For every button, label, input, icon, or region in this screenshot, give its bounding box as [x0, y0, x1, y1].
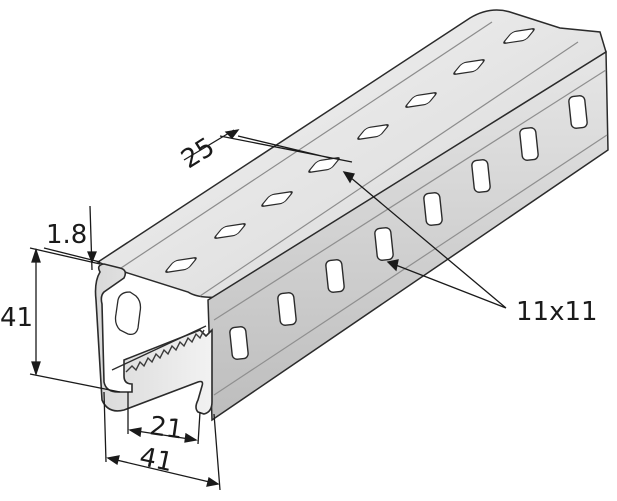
dim-pitch-line [183, 129, 235, 161]
channel-side-rib [213, 69, 607, 321]
dim-slot-arrow [128, 427, 198, 443]
dim-pitch-ext [219, 135, 353, 163]
dim-height-arrow [31, 247, 41, 377]
dim-slot-ext [127, 392, 201, 445]
dim-width-line [107, 457, 219, 485]
dim-slot-label: 21 [148, 411, 185, 445]
channel-side-rib [213, 134, 608, 396]
dim-width-arrow [106, 455, 220, 487]
side-slot [374, 227, 394, 261]
side-slot [471, 159, 491, 193]
side-slot [325, 259, 345, 293]
top-slot [165, 257, 197, 273]
dim-width-ext [103, 391, 221, 491]
side-slot [568, 95, 588, 129]
side-slot [277, 292, 297, 326]
side-slot [519, 127, 539, 161]
dim-height-ext [29, 247, 121, 393]
side-slot-row [229, 95, 588, 360]
top-slot [405, 92, 437, 108]
dim-thickness-arrow [87, 251, 97, 264]
dim-pitch-label: 25 [176, 132, 220, 175]
dim-pitch-arrow [224, 129, 240, 139]
top-slot-row [165, 28, 535, 273]
channel-serrated-lip [125, 329, 205, 373]
dim-thickness-label: 1.8 [46, 220, 87, 250]
channel-end-window [114, 291, 142, 336]
dim-width-label: 41 [137, 442, 176, 478]
dim-height-label: 41 [0, 303, 33, 333]
dim-hole-arrow [342, 171, 399, 272]
top-slot [261, 191, 293, 207]
dim-hole-label: 11x11 [516, 297, 598, 327]
dim-hole-leader [343, 171, 507, 309]
channel-top-rib [117, 21, 493, 271]
side-slot [229, 326, 249, 360]
channel-end-profile [94, 263, 213, 415]
dimension-lines [29, 129, 507, 491]
top-slot [214, 223, 246, 239]
channel-top-rib [199, 41, 579, 297]
top-slot [357, 124, 389, 140]
top-slot [308, 157, 340, 173]
side-slot [423, 192, 443, 226]
channel-lip-edge [111, 325, 207, 371]
top-slot [503, 28, 535, 44]
channel-top-face [96, 9, 607, 299]
top-slot [453, 59, 485, 75]
